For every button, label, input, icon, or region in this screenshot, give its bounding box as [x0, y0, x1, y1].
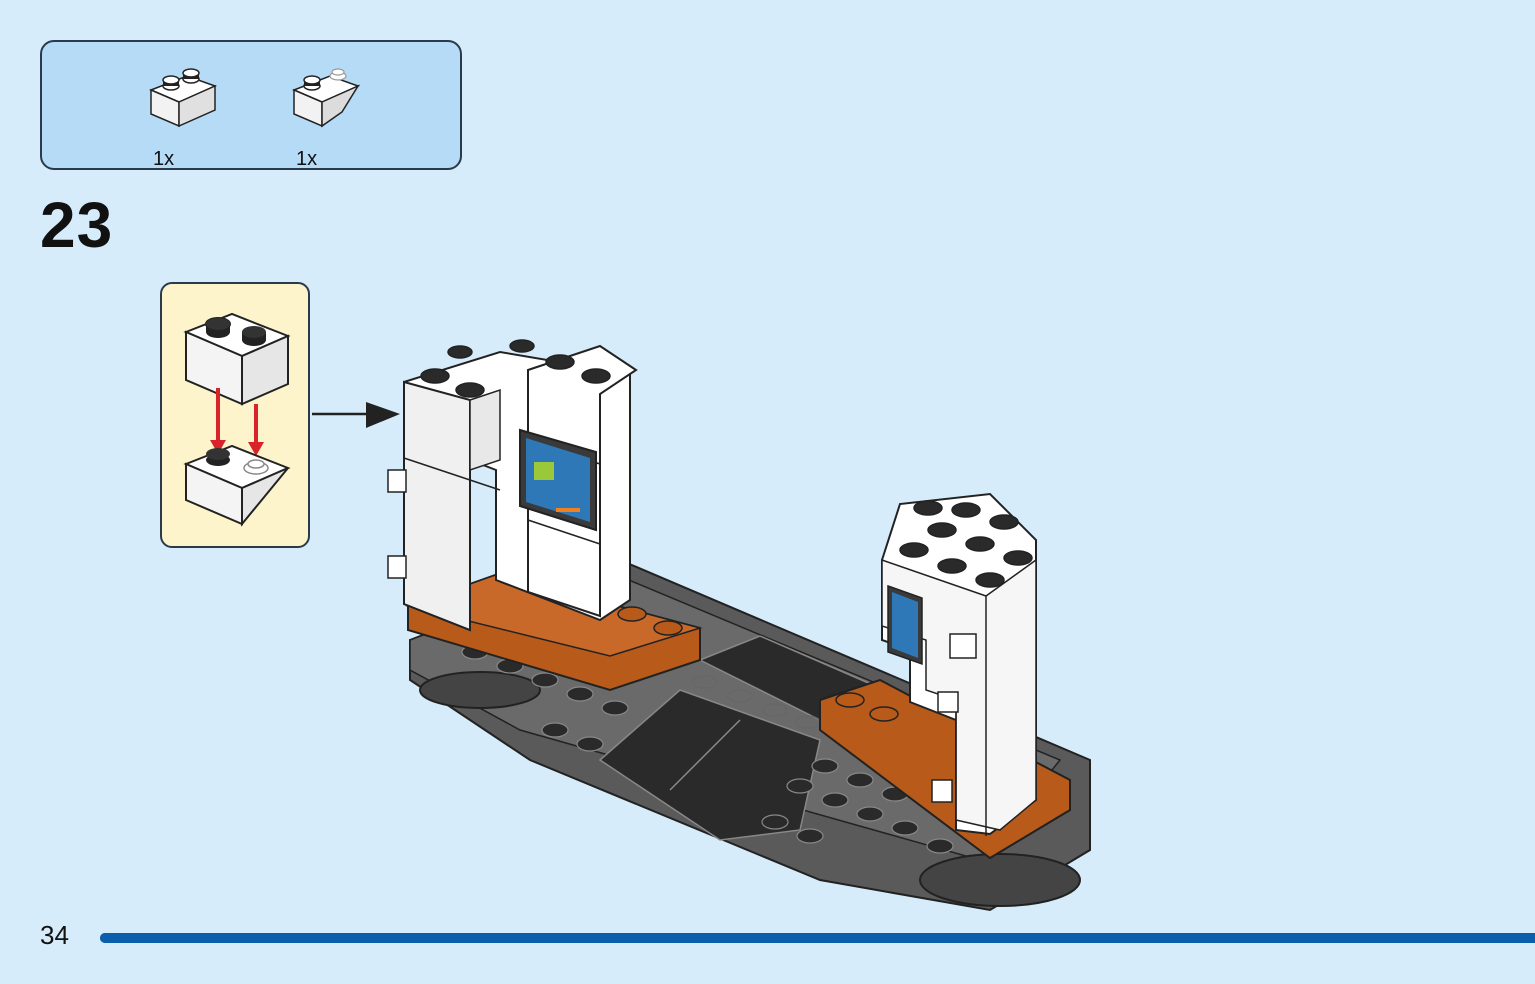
subassembly-callout: [160, 282, 310, 548]
part-brick-1x2: 1x: [147, 62, 227, 170]
progress-bar: [100, 933, 1535, 943]
white-slope-icon: [292, 68, 361, 128]
page-number: 34: [40, 920, 69, 950]
parts-list: 1x 1x: [40, 40, 462, 170]
part-quantity: 1x: [296, 148, 318, 170]
progress-fill: [100, 933, 1535, 943]
white-brick-icon: [149, 68, 218, 128]
step-number: 23: [40, 189, 114, 261]
part-quantity: 1x: [153, 148, 175, 170]
subassembly-diagram: [183, 312, 291, 527]
part-slope-inverted: 1x: [290, 62, 370, 170]
